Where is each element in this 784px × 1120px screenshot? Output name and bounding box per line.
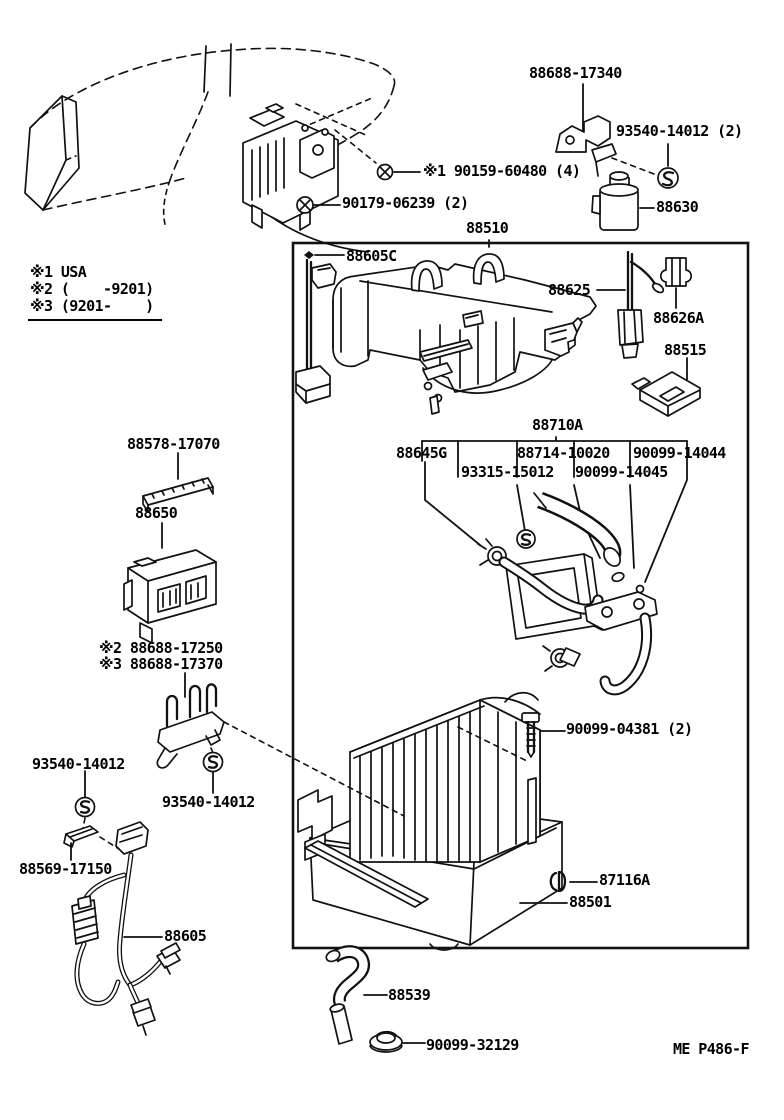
- part-label-88569-17150: 88569-17150: [19, 860, 112, 878]
- part-label-88714-10020: 88714-10020: [517, 444, 610, 462]
- wire-88625: [596, 250, 665, 359]
- part-label-88626a: 88626A: [653, 309, 704, 327]
- part-label-90099-32129: 90099-32129: [426, 1036, 519, 1054]
- hvac-unit-sketch: [242, 103, 339, 231]
- bolt-90099-04381: [521, 712, 566, 758]
- part-label-88710a: 88710A: [532, 416, 583, 434]
- evaporator-core: [297, 691, 541, 908]
- bracket-88688-17340: [555, 83, 617, 177]
- packing-strip-88578: [142, 452, 214, 513]
- drain-hose-88539: [325, 945, 388, 1045]
- resistor-88515: [631, 357, 701, 417]
- harness-88605: [71, 821, 181, 1036]
- part-label-88688-17250: ※2 88688-17250: [99, 639, 223, 657]
- part-label-88515: 88515: [664, 341, 707, 359]
- part-label-93540-14012-center: 93540-14012: [162, 793, 255, 811]
- part-label-88605c: 88605C: [346, 247, 397, 265]
- part-label-90099-14044: 90099-14044: [633, 444, 726, 462]
- label-bracket-88710a: [421, 436, 688, 583]
- part-label-90099-04381: 90099-04381 (2): [566, 720, 693, 738]
- part-label-90179-06239: 90179-06239 (2): [342, 194, 469, 212]
- part-label-90159-60480: ※1 90159-60480 (4): [423, 162, 581, 180]
- part-label-88605: 88605: [164, 927, 207, 945]
- screw-icon-90179: [296, 196, 341, 214]
- legend-line: ※1 USA: [30, 263, 87, 281]
- cooler-case-88510: [332, 253, 597, 415]
- legend-line: ※3 (9201- ): [30, 297, 154, 315]
- part-label-93315-15012: 93315-15012: [461, 463, 554, 481]
- part-label-88645g: 88645G: [396, 444, 447, 462]
- bracket-88688-fork: [156, 672, 225, 769]
- clip-87116a: [549, 870, 598, 893]
- part-label-90099-14045: 90099-14045: [575, 463, 668, 481]
- part-label-88501: 88501: [569, 893, 612, 911]
- page-code: ME P486-F: [673, 1040, 749, 1058]
- grommet-90099-32129: [369, 1030, 426, 1053]
- part-label-88578-17070: 88578-17070: [127, 435, 220, 453]
- dashboard-sketch: [24, 43, 396, 253]
- dashed-align-line-bolt: [457, 726, 528, 762]
- clamp-88569: [63, 825, 123, 861]
- part-label-88625: 88625: [548, 281, 591, 299]
- part-label-88650: 88650: [135, 504, 178, 522]
- clip-88626a: [659, 257, 693, 309]
- s-nut-icon-left: [74, 770, 96, 829]
- s-nut-icon-union: [516, 529, 536, 549]
- part-label-93540-14012-top: 93540-14012 (2): [616, 122, 743, 140]
- part-label-88630: 88630: [656, 198, 699, 216]
- legend-block: ※1 USA※2 ( -9201)※3 (9201- ): [30, 264, 154, 315]
- legend-line: ※2 ( -9201): [30, 280, 154, 298]
- s-nut-icon-top: [611, 143, 679, 189]
- amplifier-88650: [123, 522, 217, 644]
- thermistor-88605c: [295, 251, 345, 404]
- main-border-box: [291, 241, 750, 950]
- screw-icon-90159: [376, 163, 421, 181]
- part-label-93540-14012-left: 93540-14012: [32, 755, 125, 773]
- part-label-88688-17370: ※3 88688-17370: [99, 655, 223, 673]
- dashed-align-line-left: [223, 721, 405, 817]
- s-nut-icon-center: [202, 751, 224, 794]
- part-label-88510: 88510: [466, 219, 509, 237]
- receiver-88630: [591, 171, 655, 231]
- tube-assembly-88710a: [477, 492, 658, 696]
- part-label-88539: 88539: [388, 986, 431, 1004]
- part-label-87116a: 87116A: [599, 871, 650, 889]
- part-label-88688-17340: 88688-17340: [529, 64, 622, 82]
- legend-underline: [28, 319, 162, 321]
